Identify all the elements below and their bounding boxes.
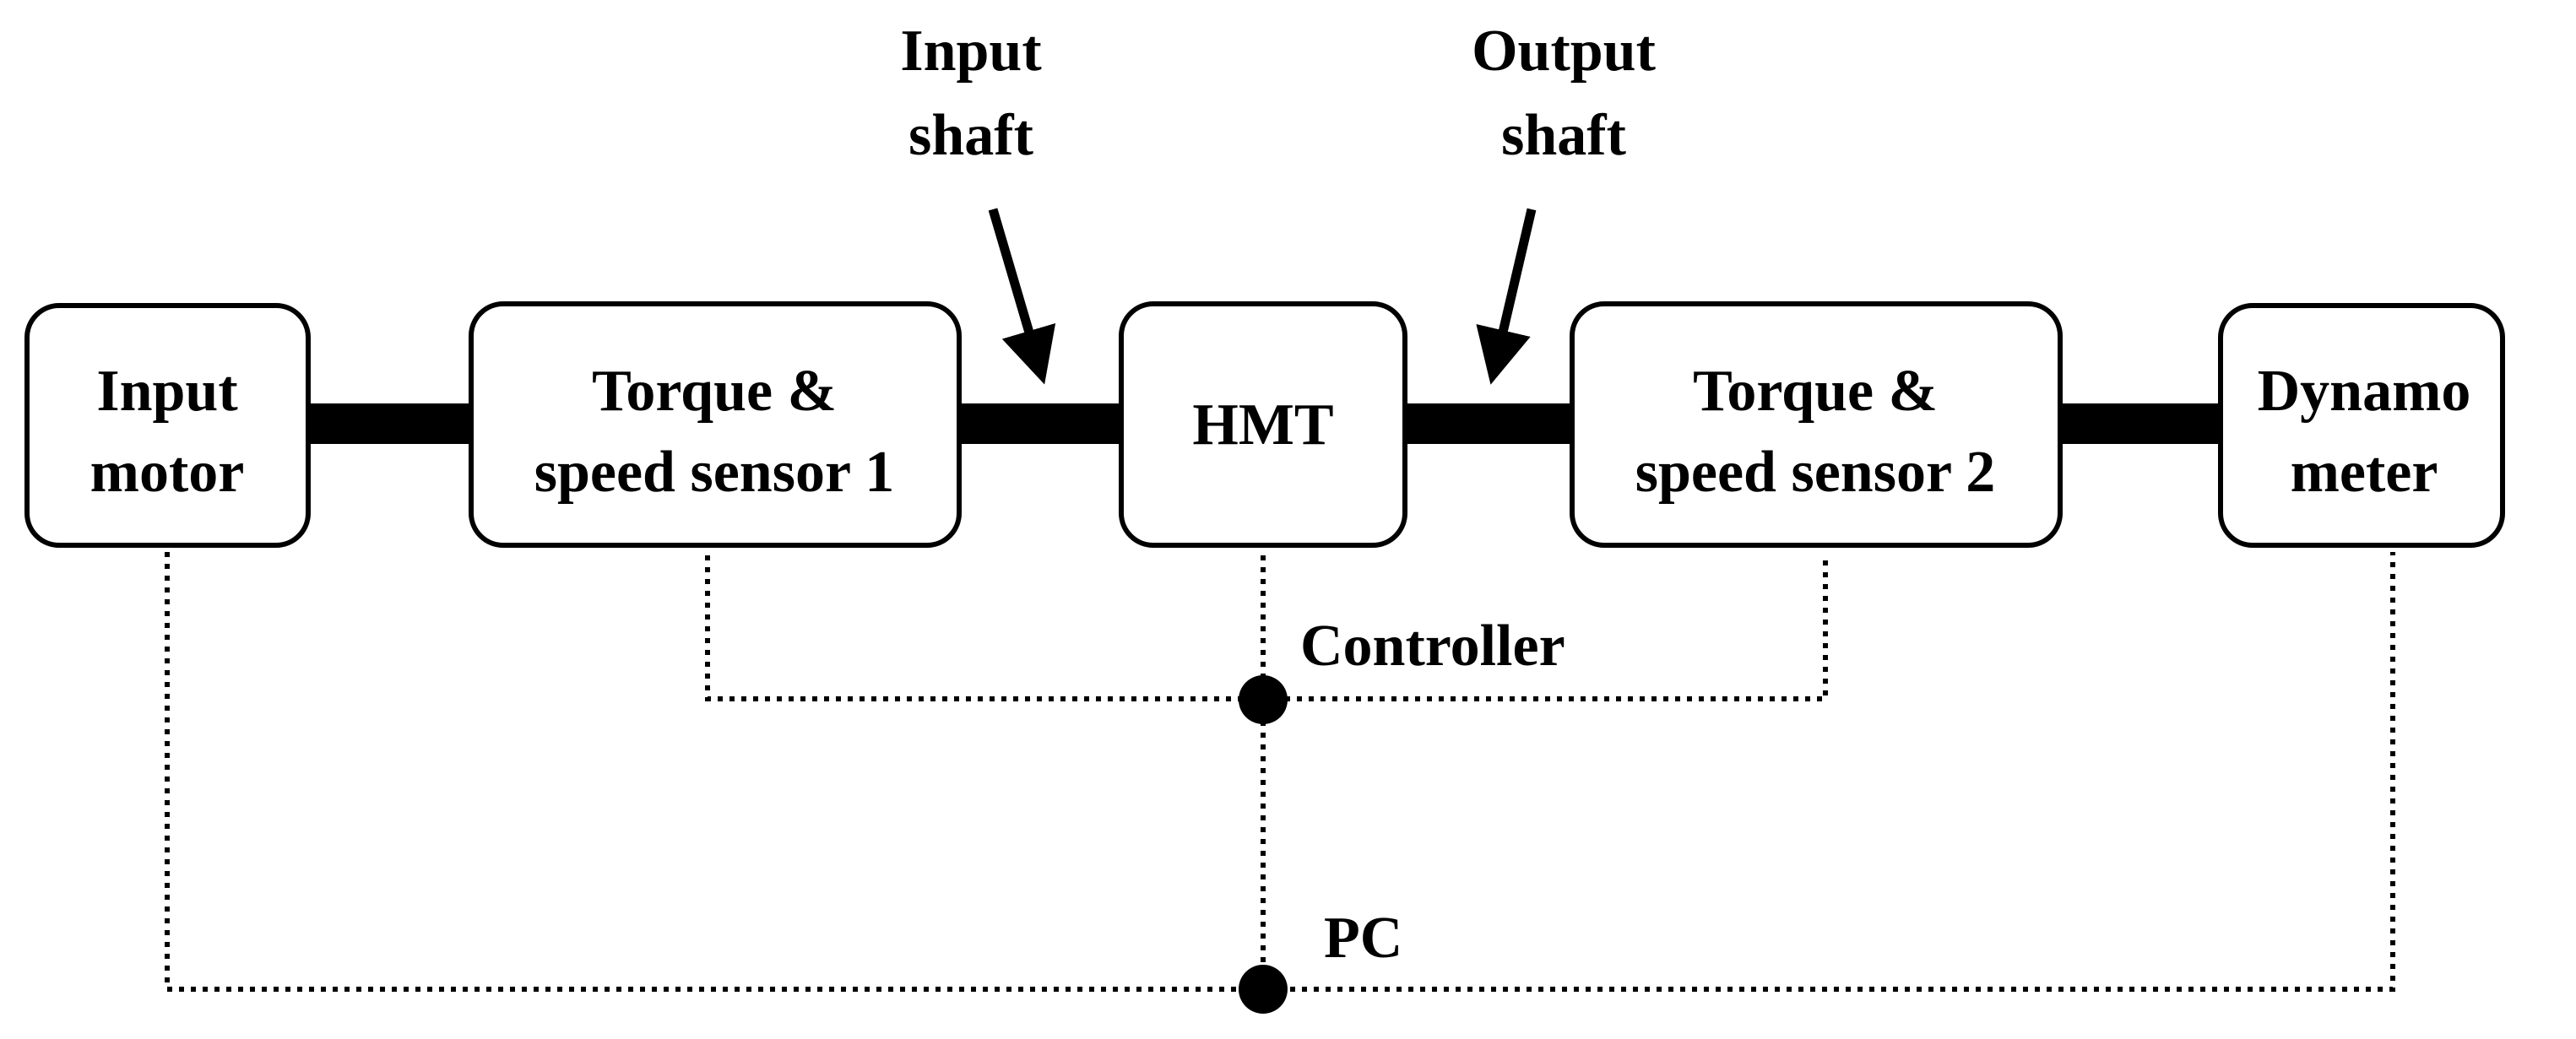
hmt-block: HMT	[1119, 301, 1407, 548]
controller-node	[1239, 675, 1288, 724]
dynamometer-block: Dynamo meter	[2218, 303, 2505, 548]
shaft-motor-to-sensor1	[309, 403, 471, 444]
sensor1-label-line2: speed sensor 1	[534, 440, 895, 505]
output-shaft	[1405, 403, 1572, 444]
controller-label: Controller	[1300, 614, 1565, 679]
sensor1-label-line1: Torque &	[592, 359, 837, 424]
output-shaft-arrow	[1476, 208, 1537, 385]
dynamometer-label-line1: Dynamo	[2258, 359, 2471, 424]
sensor2-label-line1: Torque &	[1693, 359, 1938, 424]
torque-speed-sensor-1-block: Torque & speed sensor 1	[469, 301, 962, 548]
hmt-label: HMT	[1192, 392, 1333, 457]
torque-speed-sensor-2-block: Torque & speed sensor 2	[1570, 301, 2063, 548]
input-motor-block: Input motor	[24, 303, 311, 548]
input-motor-label-line1: Input	[96, 359, 237, 424]
output-shaft-label-line2: shaft	[1501, 103, 1626, 168]
input-shaft-arrow	[988, 208, 1056, 385]
input-shaft-label-line2: shaft	[908, 103, 1033, 168]
shaft-sensor2-to-dynamometer	[2060, 403, 2221, 444]
dynamometer-label-line2: meter	[2291, 440, 2438, 505]
input-shaft-label-line1: Input	[900, 19, 1041, 84]
pc-node	[1239, 965, 1288, 1014]
input-motor-label-line2: motor	[90, 440, 245, 505]
input-shaft	[959, 403, 1121, 444]
sensor2-label-line2: speed sensor 2	[1635, 440, 1996, 505]
output-shaft-label-line1: Output	[1472, 19, 1656, 84]
pc-bus-line	[165, 552, 2395, 992]
pc-label: PC	[1324, 906, 1402, 971]
